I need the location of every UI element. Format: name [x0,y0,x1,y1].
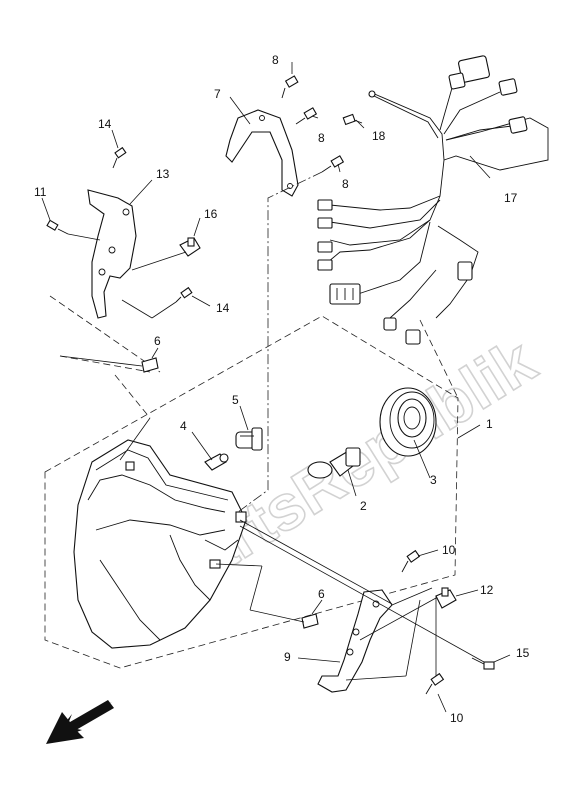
callout-8-top: 8 [272,53,279,67]
bracket-guide-line-3 [114,374,151,419]
headlight-bulb [307,447,361,479]
bolt-8-mid [295,107,318,125]
assembly-frame [44,315,459,669]
position-bulb [204,453,229,471]
lower-bracket [317,589,393,693]
bolt-8-lower [321,155,345,173]
clip-12 [435,587,457,609]
callout-7: 7 [214,87,221,101]
callout-8-lower: 8 [342,177,349,191]
mounting-stay [225,109,299,197]
bulb-cover [379,387,437,457]
wiring-harness [317,55,549,345]
frame-edge [419,319,459,399]
bolt-8-top [281,75,299,99]
callout-10-top: 10 [442,543,456,557]
callout-6-top: 6 [154,334,161,348]
callout-5: 5 [232,393,239,407]
callout-6-lower: 6 [318,587,325,601]
callout-12: 12 [480,583,494,597]
bolt-11 [46,219,69,235]
bracket-guide-line-2 [59,355,151,373]
callout-labels: 1 2 3 4 5 6 6 7 8 8 8 9 10 10 11 12 13 1… [34,53,530,725]
clip-16 [179,237,201,257]
callout-11: 11 [34,185,47,199]
headlight-housing [73,439,247,649]
callout-14-top: 14 [98,117,112,131]
callout-17: 17 [504,191,518,205]
callout-8-mid: 8 [318,131,325,145]
bolt-14-lower [175,286,193,303]
stay-guide-line [237,171,323,513]
mount-tab [235,511,247,523]
left-bracket [87,189,137,319]
callout-18: 18 [372,129,386,143]
callout-4: 4 [180,419,187,433]
bolt-15 [471,657,495,670]
callout-13: 13 [156,167,170,181]
bracket-guide-line [49,295,161,373]
callout-10-lower: 10 [450,711,464,725]
nut-6-top [141,357,159,373]
callout-2: 2 [360,499,367,513]
bolt-10-lower [425,672,445,695]
callout-3: 3 [430,473,437,487]
nut-6-lower [301,613,319,629]
callout-9: 9 [284,650,291,664]
bolt-10-top [401,549,421,573]
callout-1: 1 [486,417,493,431]
bolt-14-top [112,146,127,169]
bulb-socket [235,427,263,451]
leader-lines [41,62,511,713]
callout-15: 15 [516,646,530,660]
callout-14-lower: 14 [216,301,230,315]
callout-16: 16 [204,207,218,221]
front-direction-arrow-icon [46,700,114,744]
